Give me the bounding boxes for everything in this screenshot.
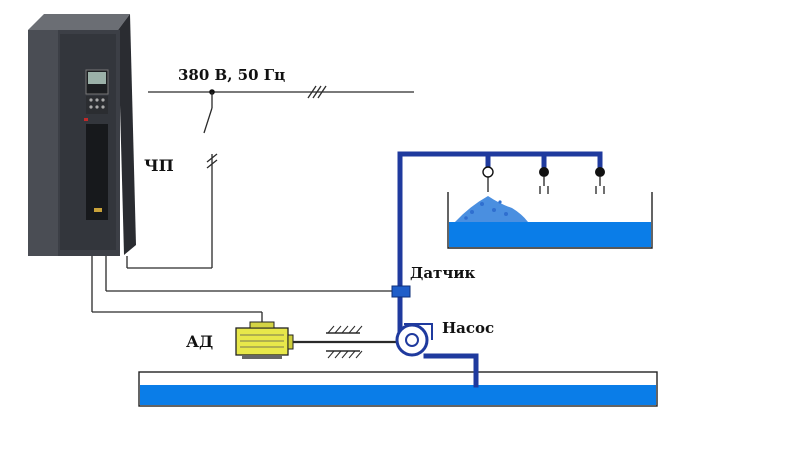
supply-voltage-label: 380 В, 50 Гц	[178, 66, 285, 84]
converter-label: ЧП	[144, 156, 174, 175]
sensor-label: Датчик	[410, 264, 475, 282]
valve-open-icon	[482, 166, 494, 192]
upper-tank	[447, 192, 653, 249]
centrifugal-pump-icon	[395, 323, 433, 357]
pressure-sensor-icon	[391, 285, 411, 298]
valve-closed-icon	[539, 167, 549, 194]
lower-reservoir	[138, 371, 658, 407]
sensor-wiring	[91, 256, 392, 326]
motor-label: АД	[186, 332, 213, 351]
pipe-network	[397, 151, 603, 388]
shaft	[293, 325, 404, 359]
induction-motor-icon	[235, 321, 294, 359]
valve-closed-icon	[595, 167, 605, 194]
pump-label: Насос	[442, 319, 494, 337]
supply-line	[126, 85, 414, 269]
frequency-converter-icon	[28, 14, 136, 256]
